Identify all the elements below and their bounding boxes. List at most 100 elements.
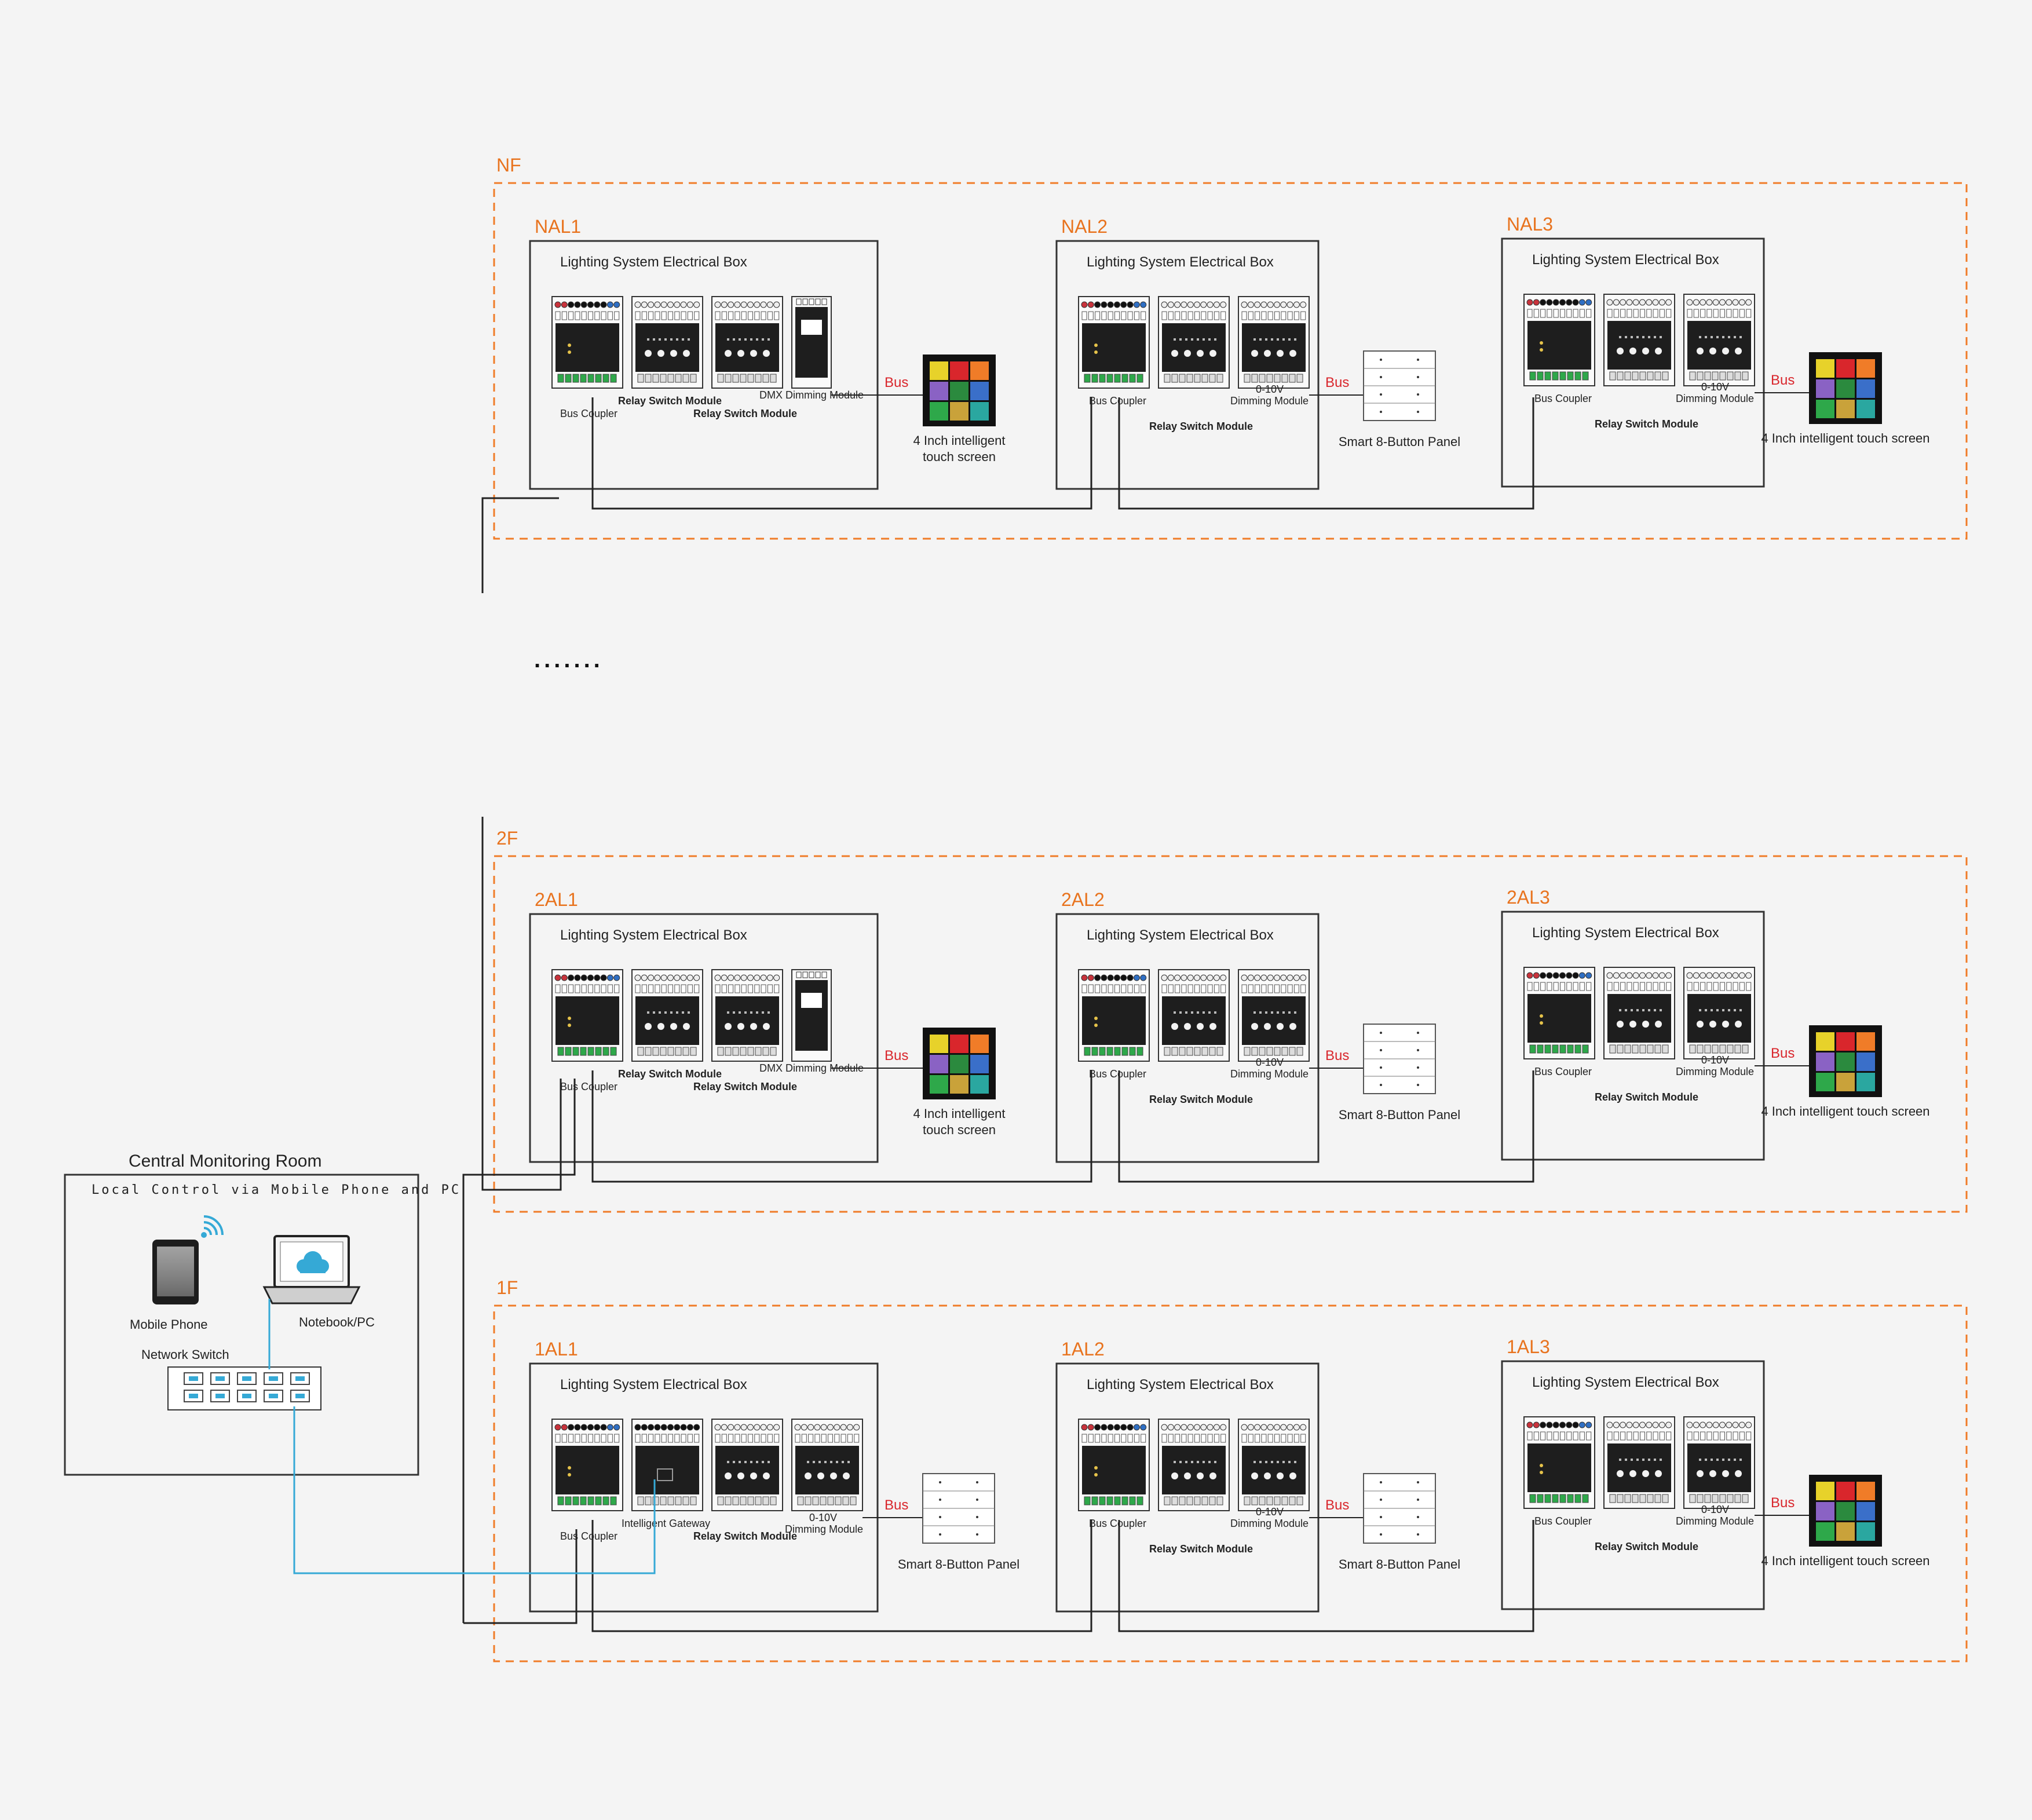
module-relay [1158, 296, 1230, 389]
floor-container-nf [493, 182, 1968, 540]
box-frame [1501, 911, 1765, 1161]
caption-bus-coupler: Bus Coupler [560, 1530, 617, 1542]
riser-2f [481, 817, 562, 1191]
module-relay [1603, 294, 1675, 386]
caption-relay: Relay Switch Module [693, 1530, 797, 1542]
bus-wire-box1-box2 [591, 1520, 1092, 1632]
mobile-phone-label: Mobile Phone [130, 1317, 208, 1332]
network-switch-label: Network Switch [141, 1347, 229, 1362]
touch-screen-icon[interactable] [1809, 1475, 1882, 1547]
module-gateway [631, 1419, 703, 1511]
ellipsis-more-floors: ....... [534, 647, 604, 673]
caption-bus-coupler: Bus Coupler [1534, 1066, 1592, 1077]
caption-dimming: Dimming Module [1230, 395, 1309, 407]
caption-relay: Relay Switch Module [1149, 421, 1253, 432]
floor-label-1f: 1F [496, 1277, 518, 1298]
box-title: Lighting System Electrical Box [1532, 252, 1719, 268]
module-dmx [791, 296, 832, 389]
box-frame [529, 240, 879, 490]
caption-relay: Relay Switch Module [618, 1068, 722, 1080]
box-label: NAL3 [1507, 214, 1553, 235]
box-frame [1501, 1360, 1765, 1610]
box-frame [1055, 913, 1320, 1163]
module-relay [1603, 967, 1675, 1059]
central-room-subtitle: Local Control via Mobile Phone and PC [92, 1183, 461, 1197]
caption-relay: Relay Switch Module [618, 395, 722, 407]
touch-screen-icon[interactable] [923, 1028, 996, 1099]
caption-relay: Relay Switch Module [693, 1081, 797, 1092]
box-frame [1055, 240, 1320, 490]
module-coupler [1523, 294, 1595, 386]
caption-relay: Relay Switch Module [693, 408, 797, 419]
box-label: NAL1 [535, 216, 581, 237]
module-coupler [1078, 1419, 1150, 1511]
device-label: 4 Inch intelligent touch screen [1761, 431, 1929, 445]
button-panel-icon[interactable] [1363, 1024, 1436, 1094]
bus-label: Bus [1325, 375, 1349, 390]
device-label: Smart 8-Button Panel [898, 1557, 1019, 1572]
bus-wire-box2-box3 [1118, 1520, 1534, 1632]
network-switch-icon[interactable] [167, 1366, 321, 1410]
button-panel-icon[interactable] [1363, 350, 1436, 421]
bus-wire-box2-box3 [1118, 1070, 1534, 1183]
network-cable-gateway [293, 1406, 656, 1574]
caption-dimming: Dimming Module [1230, 1068, 1309, 1080]
module-relay [1158, 969, 1230, 1062]
floor-container-2f [493, 855, 1968, 1213]
laptop-icon[interactable] [262, 1235, 361, 1304]
bus-label: Bus [1325, 1497, 1349, 1513]
button-panel-icon[interactable] [922, 1473, 995, 1544]
module-dim010 [1683, 1416, 1755, 1509]
box-title: Lighting System Electrical Box [1087, 927, 1274, 943]
module-relay [631, 296, 703, 389]
cloud-icon [297, 1251, 329, 1273]
caption-bus-coupler: Bus Coupler [1089, 395, 1146, 407]
box-label: NAL2 [1061, 216, 1108, 237]
caption-bus-coupler: Bus Coupler [1534, 393, 1592, 404]
box-label: 2AL3 [1507, 887, 1550, 908]
bus-wiring-layer [462, 397, 1534, 1632]
device-label: Smart 8-Button Panel [1339, 434, 1460, 449]
button-panel-icon[interactable] [1363, 1473, 1436, 1544]
device-label: touch screen [923, 449, 996, 464]
caption-0-10v: 0-10V [1701, 1504, 1729, 1515]
floor-label-nf: NF [496, 155, 521, 176]
caption-relay: Relay Switch Module [1149, 1094, 1253, 1105]
caption-0-10v: 0-10V [809, 1512, 837, 1523]
box-label: 2AL1 [535, 889, 578, 910]
bus-label: Bus [1325, 1048, 1349, 1064]
module-dim010 [1683, 294, 1755, 386]
bus-label: Bus [885, 1048, 908, 1064]
module-coupler [551, 296, 623, 389]
bus-label: Bus [1771, 1495, 1795, 1511]
module-coupler [551, 969, 623, 1062]
caption-0-10v: 0-10V [1256, 1057, 1284, 1068]
module-coupler [1523, 1416, 1595, 1509]
touch-screen-icon[interactable] [1809, 352, 1882, 424]
touch-screen-icon[interactable] [1809, 1025, 1882, 1097]
touch-screen-icon[interactable] [923, 355, 996, 426]
box-label: 1AL3 [1507, 1336, 1550, 1357]
box-title: Lighting System Electrical Box [1532, 925, 1719, 941]
module-dim010 [1238, 1419, 1310, 1511]
mobile-phone-icon[interactable] [152, 1240, 199, 1304]
bus-label: Bus [885, 1497, 908, 1513]
caption-relay: Relay Switch Module [1595, 418, 1698, 430]
module-relay [711, 296, 783, 389]
module-relay [711, 969, 783, 1062]
box-label: 1AL2 [1061, 1339, 1105, 1359]
caption-relay: Relay Switch Module [1595, 1541, 1698, 1552]
module-coupler [1078, 296, 1150, 389]
caption-dmx: DMX Dimming Module [759, 389, 864, 401]
caption-gateway: Intelligent Gateway [622, 1518, 710, 1529]
wifi-icon [201, 1215, 224, 1238]
caption-0-10v: 0-10V [1256, 1506, 1284, 1518]
